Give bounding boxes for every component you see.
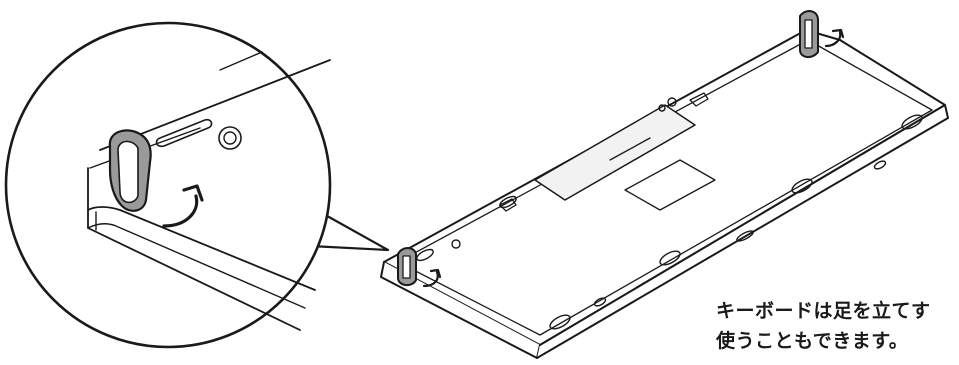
caption-line-1: キーボードは足を立てす — [716, 296, 959, 326]
foot-stand-icon — [800, 11, 818, 57]
foot-stand-icon — [398, 248, 416, 285]
caption-line-2: 使うこともできます。 — [716, 326, 959, 356]
caption: キーボードは足を立てす 使うこともできます。 — [716, 296, 959, 356]
